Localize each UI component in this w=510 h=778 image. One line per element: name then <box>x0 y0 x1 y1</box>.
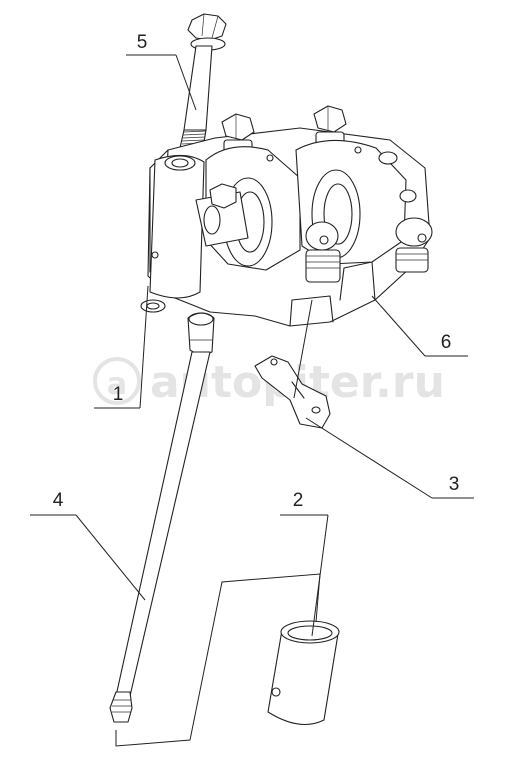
callout-6: 6 <box>441 332 452 353</box>
rocker-arm-assembly-part <box>147 105 433 327</box>
callouts: 5 1 6 3 4 2 <box>53 32 460 511</box>
callout-1: 1 <box>113 384 124 405</box>
tappet-sleeve-part <box>267 620 340 726</box>
callout-3: 3 <box>449 474 460 495</box>
callout-2: 2 <box>293 490 304 511</box>
callout-5: 5 <box>137 32 148 53</box>
bolt-part <box>179 13 227 149</box>
leader-lines <box>30 54 474 747</box>
washer-part <box>140 299 166 313</box>
watermark-logo-icon <box>93 357 141 405</box>
bridge-part <box>254 355 331 429</box>
callout-4: 4 <box>53 490 64 511</box>
push-rod-part <box>109 312 215 723</box>
watermark-logo-letter: a <box>107 367 127 402</box>
